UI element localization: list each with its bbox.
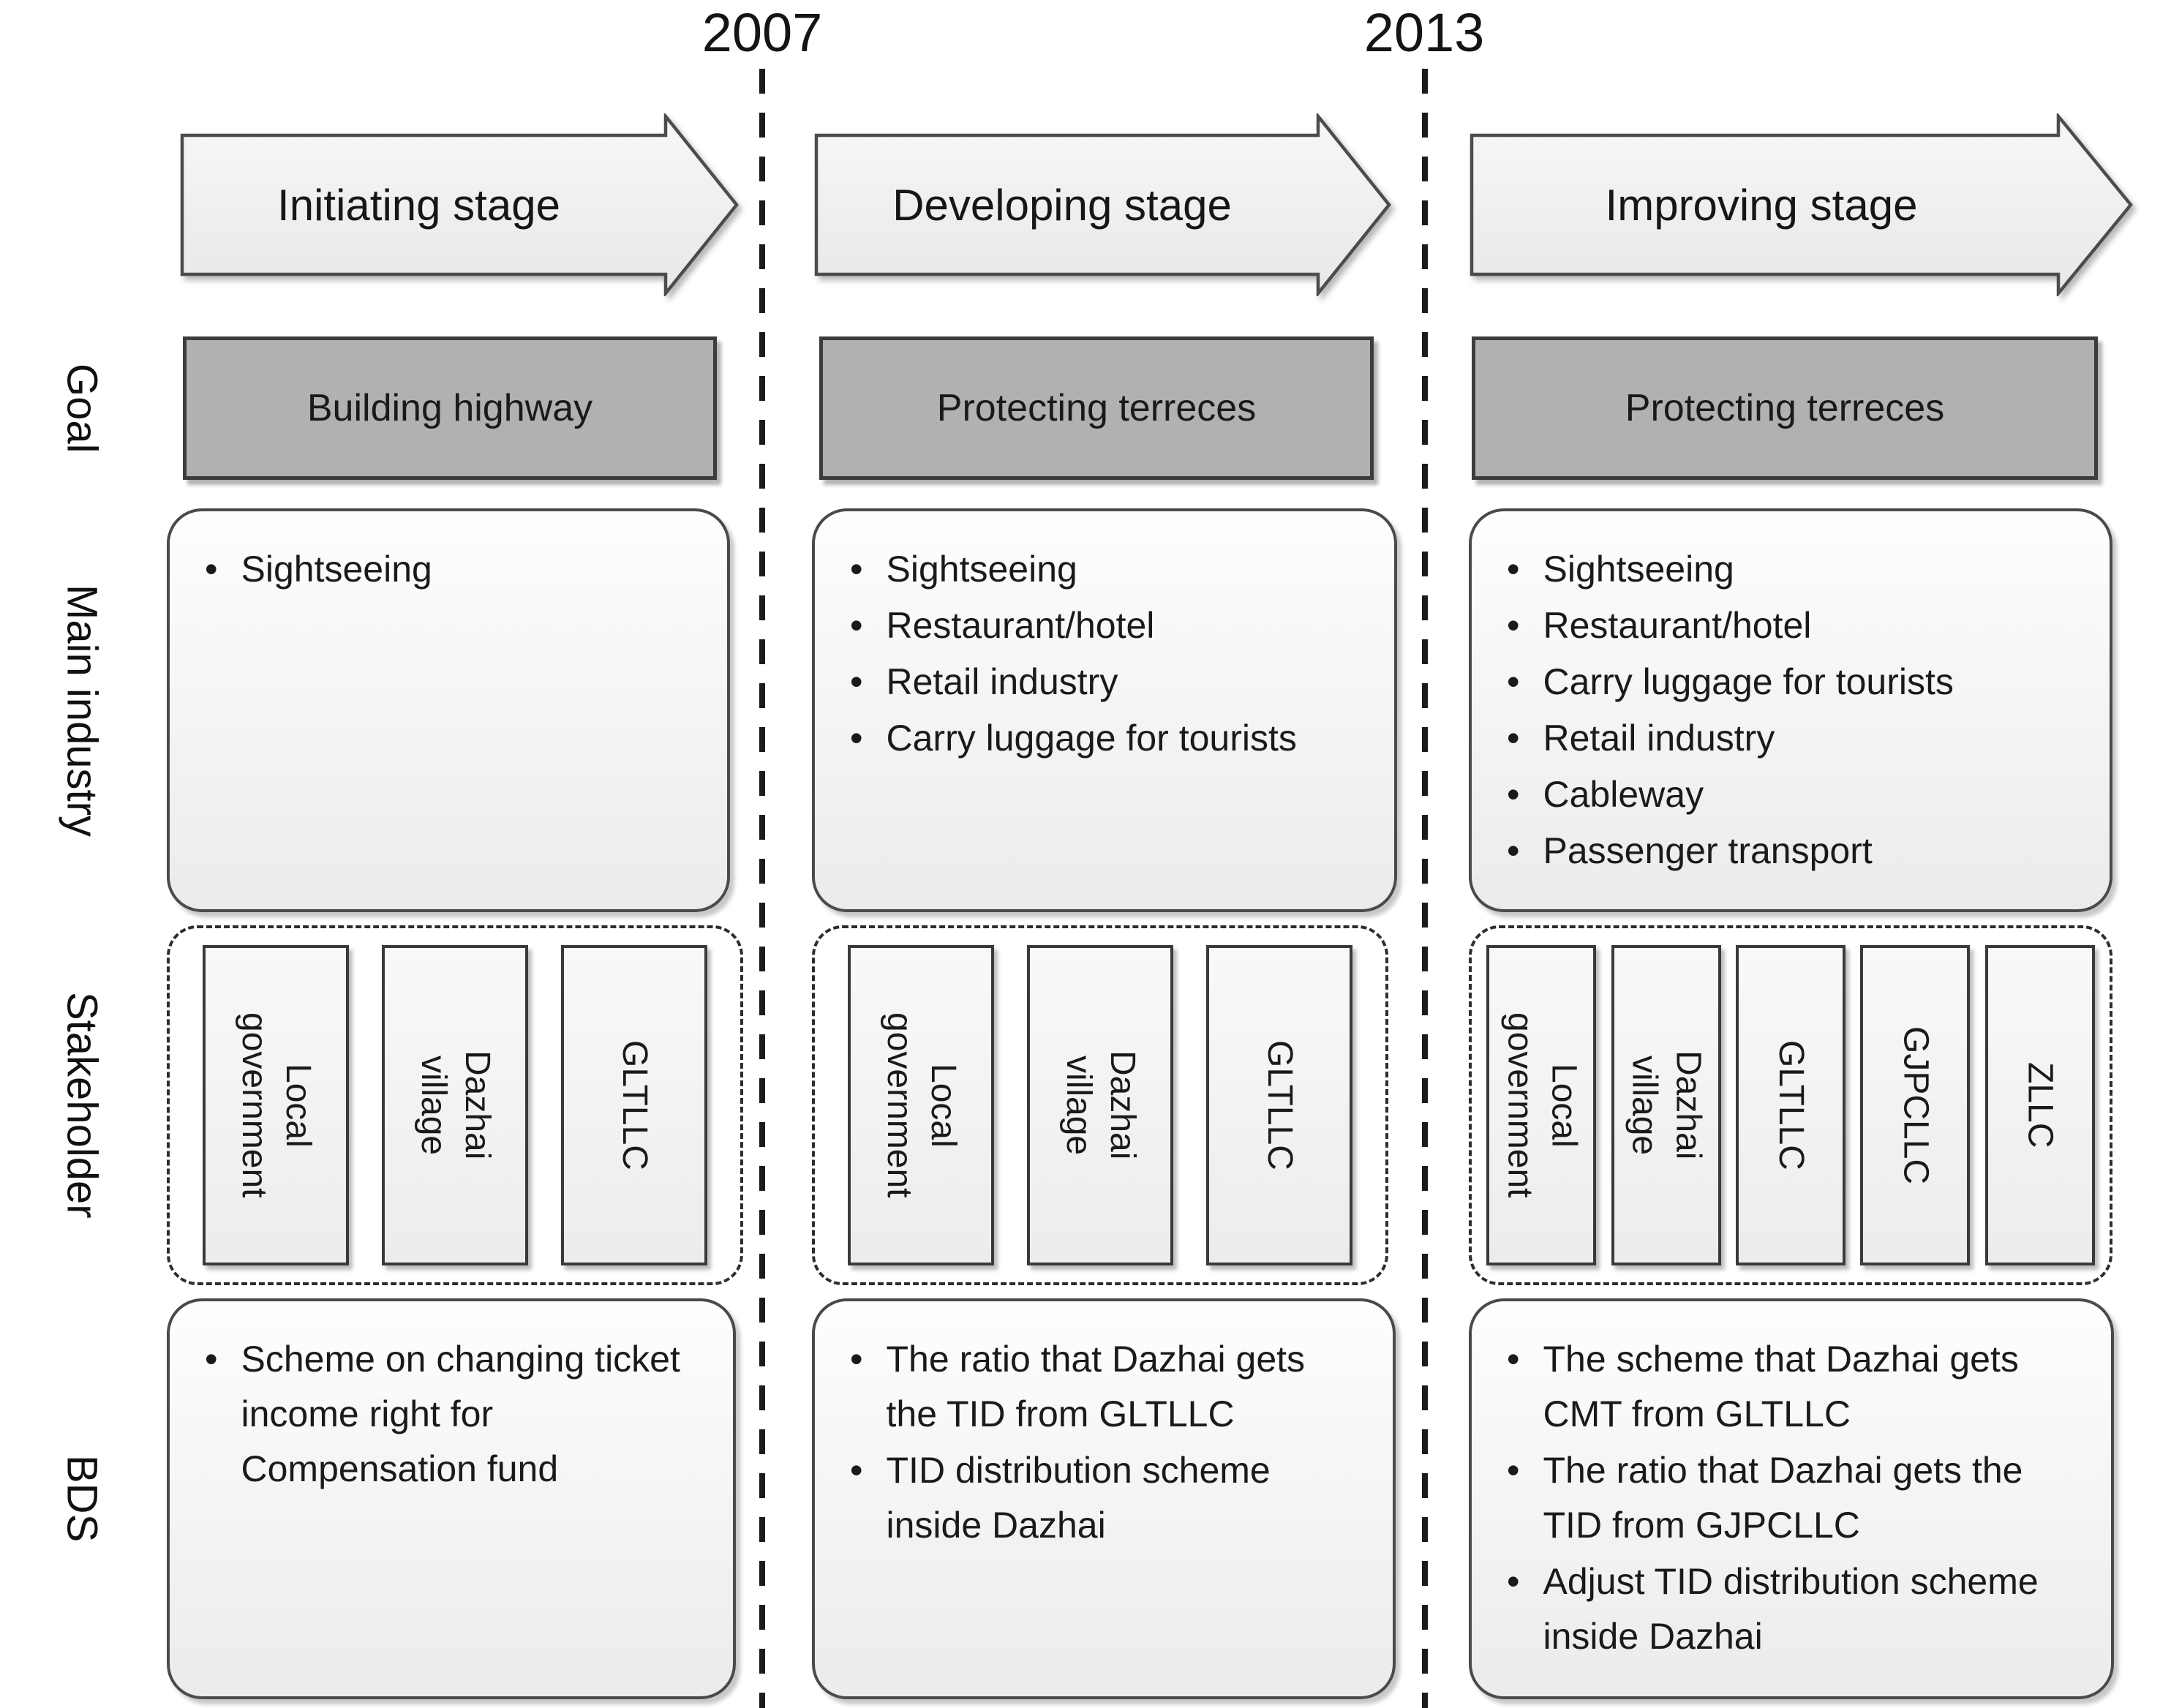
industry-item: Carry luggage for tourists: [1507, 655, 2080, 710]
stakeholder-group-developing: Local government Dazhai village GLTLLC: [812, 925, 1388, 1285]
industry-item-text: Passenger transport: [1543, 830, 1873, 871]
stakeholder-box: GLTLLC: [561, 945, 707, 1265]
stakeholder-label: ZLLC: [2020, 1062, 2060, 1148]
stakeholder-box: GJPCLLC: [1860, 945, 1971, 1265]
bds-list: Scheme on changing ticket income right f…: [170, 1301, 733, 1497]
main-industry-box-initiating: Sightseeing: [167, 508, 730, 912]
industry-item: Sightseeing: [205, 542, 698, 597]
arrow-shape-icon: [814, 113, 1391, 296]
stage-arrow-improving: Improving stage: [1469, 113, 2138, 296]
bds-list: The scheme that Dazhai gets CMT from GLT…: [1472, 1301, 2111, 1664]
industry-item: Cableway: [1507, 767, 2080, 822]
arrow-shape-icon: [1470, 113, 2133, 296]
stakeholder-box: Dazhai village: [1027, 945, 1173, 1265]
bds-box-improving: The scheme that Dazhai gets CMT from GLT…: [1469, 1298, 2114, 1699]
stakeholder-label: Local government: [880, 1012, 963, 1198]
stakeholder-label: GLTLLC: [1260, 1040, 1299, 1170]
industry-item-text: Restaurant/hotel: [886, 605, 1155, 646]
bds-item: Adjust TID distribution scheme inside Da…: [1507, 1554, 2082, 1664]
row-label-main-industry-text: Main industry: [58, 584, 106, 837]
timeline-divider-2007: [759, 69, 765, 1708]
row-label-goal: Goal: [45, 336, 118, 480]
industry-item: Carry luggage for tourists: [850, 711, 1365, 766]
industry-list: Sightseeing Restaurant/hotel Carry lugga…: [1472, 511, 2110, 879]
stakeholder-label: GLTLLC: [1771, 1040, 1810, 1170]
goal-box-improving: Protecting terreces: [1472, 336, 2098, 480]
industry-item-text: Sightseeing: [1543, 549, 1734, 590]
stakeholder-box: ZLLC: [1984, 945, 2095, 1265]
stakeholder-box: Local government: [1486, 945, 1597, 1265]
stakeholder-label: GLTLLC: [615, 1040, 654, 1170]
bds-item-text: Scheme on changing ticket income right f…: [241, 1339, 680, 1489]
bds-item-text: The ratio that Dazhai gets the TID from …: [886, 1339, 1306, 1434]
bds-list: The ratio that Dazhai gets the TID from …: [815, 1301, 1393, 1553]
industry-item-text: Carry luggage for tourists: [1543, 661, 1954, 702]
industry-item-text: Restaurant/hotel: [1543, 605, 1812, 646]
bds-item-text: TID distribution scheme inside Dazhai: [886, 1450, 1271, 1546]
goal-box-initiating: Building highway: [183, 336, 717, 480]
stage-arrow-developing: Developing stage: [813, 113, 1395, 296]
stakeholder-box: Local government: [203, 945, 349, 1265]
row-label-bds: BDS: [45, 1298, 118, 1699]
bds-item: TID distribution scheme inside Dazhai: [850, 1443, 1363, 1553]
industry-item-text: Sightseeing: [241, 549, 432, 590]
stakeholder-box: Local government: [848, 945, 994, 1265]
row-label-main-industry: Main industry: [45, 508, 118, 912]
stakeholder-box: Dazhai village: [1611, 945, 1721, 1265]
goal-box-developing: Protecting terreces: [819, 336, 1374, 480]
industry-item-text: Retail industry: [886, 661, 1118, 702]
year-label-2013: 2013: [1363, 2, 1485, 63]
industry-item-text: Retail industry: [1543, 718, 1775, 759]
row-label-stakeholder-text: Stakeholder: [58, 992, 106, 1219]
stakeholder-label: Dazhai village: [1625, 1050, 1708, 1160]
industry-item: Retail industry: [1507, 711, 2080, 766]
row-label-goal-text: Goal: [58, 363, 106, 454]
industry-item: Passenger transport: [1507, 824, 2080, 879]
row-label-stakeholder: Stakeholder: [45, 925, 118, 1285]
row-label-bds-text: BDS: [58, 1455, 106, 1543]
industry-item: Sightseeing: [1507, 542, 2080, 597]
bds-box-developing: The ratio that Dazhai gets the TID from …: [812, 1298, 1396, 1699]
stakeholder-group-improving: Local government Dazhai village GLTLLC G…: [1469, 925, 2112, 1285]
stage-arrow-label: Improving stage: [1605, 180, 1918, 230]
stakeholder-label: GJPCLLC: [1896, 1026, 1935, 1185]
stakeholder-label: Local government: [235, 1012, 317, 1198]
industry-list: Sightseeing: [170, 511, 727, 597]
industry-item: Restaurant/hotel: [850, 598, 1365, 653]
bds-item: The ratio that Dazhai gets the TID from …: [850, 1332, 1363, 1442]
stakeholder-label: Local government: [1500, 1012, 1584, 1198]
stakeholder-box: Dazhai village: [382, 945, 528, 1265]
stakeholder-group-initiating: Local government Dazhai village GLTLLC: [167, 925, 743, 1285]
bds-item-text: The scheme that Dazhai gets CMT from GLT…: [1543, 1339, 2019, 1434]
stage-arrow-label: Developing stage: [892, 180, 1232, 230]
timeline-divider-2013: [1422, 69, 1428, 1708]
stakeholder-box: GLTLLC: [1735, 945, 1845, 1265]
year-label-2007: 2007: [701, 2, 823, 63]
stakeholder-label: Dazhai village: [1059, 1050, 1142, 1160]
bds-item: The scheme that Dazhai gets CMT from GLT…: [1507, 1332, 2082, 1442]
bds-item-text: The ratio that Dazhai gets the TID from …: [1543, 1450, 2023, 1546]
industry-item: Sightseeing: [850, 542, 1365, 597]
bds-item-text: Adjust TID distribution scheme inside Da…: [1543, 1561, 2039, 1657]
industry-item-text: Carry luggage for tourists: [886, 718, 1297, 759]
industry-item: Retail industry: [850, 655, 1365, 710]
stage-arrow-label: Initiating stage: [277, 180, 560, 230]
industry-list: Sightseeing Restaurant/hotel Retail indu…: [815, 511, 1394, 766]
industry-item: Restaurant/hotel: [1507, 598, 2080, 653]
arrow-shape-icon: [180, 113, 739, 296]
main-industry-box-improving: Sightseeing Restaurant/hotel Carry lugga…: [1469, 508, 2112, 912]
main-industry-box-developing: Sightseeing Restaurant/hotel Retail indu…: [812, 508, 1397, 912]
stakeholder-box: GLTLLC: [1206, 945, 1352, 1265]
stage-arrow-initiating: Initiating stage: [179, 113, 742, 296]
industry-item-text: Cableway: [1543, 774, 1704, 815]
bds-item: The ratio that Dazhai gets the TID from …: [1507, 1443, 2082, 1553]
industry-item-text: Sightseeing: [886, 549, 1077, 590]
bds-item: Scheme on changing ticket income right f…: [205, 1332, 704, 1497]
stakeholder-label: Dazhai village: [414, 1050, 497, 1160]
bds-box-initiating: Scheme on changing ticket income right f…: [167, 1298, 736, 1699]
